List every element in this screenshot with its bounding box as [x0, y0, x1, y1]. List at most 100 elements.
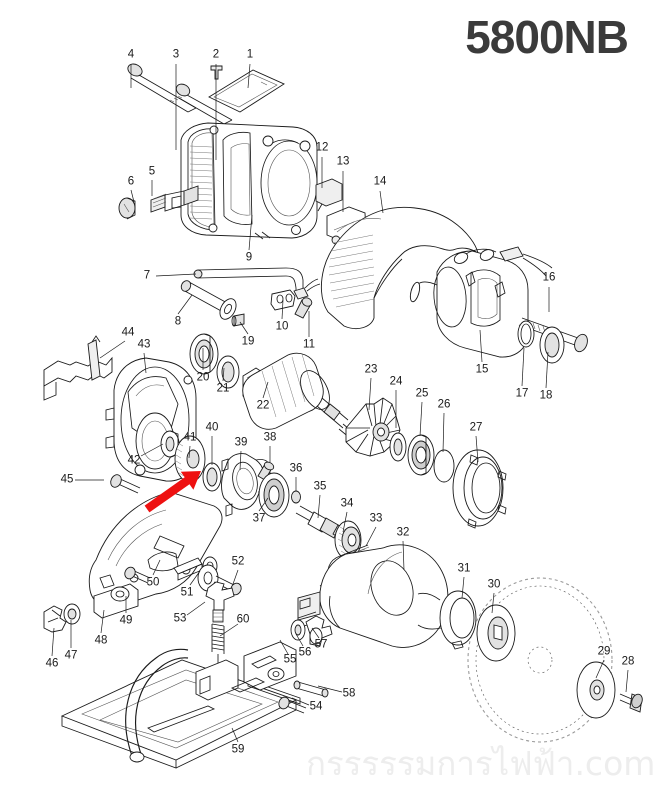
callout-50: 50 [146, 576, 160, 589]
callout-53: 53 [173, 612, 187, 625]
part-spacer-guide-arc [125, 648, 189, 763]
leader-7 [155, 273, 197, 277]
part-20-ball-bearing [189, 333, 219, 375]
leader-56 [295, 633, 304, 647]
callout-29: 29 [597, 645, 611, 658]
callout-23: 23 [364, 363, 378, 376]
leader-37 [258, 497, 269, 512]
part-1-name-plate [208, 69, 285, 113]
part-38-screw [257, 461, 275, 481]
callout-35: 35 [313, 480, 327, 493]
leader-31 [461, 576, 465, 599]
part-40-oil-seal [202, 462, 222, 492]
callout-40: 40 [205, 421, 219, 434]
leader-58 [317, 685, 343, 693]
leader-54 [291, 697, 310, 706]
gear-housing-assembly [171, 122, 318, 240]
part-27-bearing-retainer [452, 449, 507, 529]
callout-10: 10 [275, 320, 289, 333]
callout-18: 18 [539, 389, 553, 402]
callout-5: 5 [148, 165, 156, 178]
part-9-lead-wire [293, 278, 321, 300]
leader-55 [279, 639, 289, 655]
site-watermark: กรรรรรมการไฟฟ้า.com [306, 744, 656, 783]
leader-30 [491, 592, 495, 614]
part-56-washer [290, 619, 306, 641]
leader-8 [177, 294, 193, 315]
part-44-brush-plate [43, 335, 113, 401]
leader-53 [186, 601, 206, 616]
leader-52 [232, 569, 239, 585]
callout-44: 44 [121, 326, 135, 339]
callout-45: 45 [60, 473, 74, 486]
callout-41: 41 [183, 431, 197, 444]
callout-52: 52 [231, 555, 245, 568]
part-29-clamp-washer [576, 661, 616, 719]
part-31-inner-flange [417, 590, 477, 650]
leader-29 [595, 659, 605, 679]
page-title: 5800NB [465, 11, 629, 63]
leader-1 [247, 63, 251, 89]
leader-26 [442, 412, 445, 453]
leader-57 [311, 627, 320, 639]
callout-9: 9 [245, 251, 253, 264]
part-21-washer-ring [216, 355, 240, 389]
callout-39: 39 [234, 436, 248, 449]
part-15-stator-field [409, 246, 553, 358]
part-2-pan-screw [210, 65, 223, 80]
callout-31: 31 [457, 562, 471, 575]
leader-60 [219, 623, 239, 637]
part-3-hex-bolt-short [175, 83, 233, 125]
part-11-tapping-screw [294, 297, 313, 319]
callout-48: 48 [94, 634, 108, 647]
part-57-wing-bolt [305, 615, 333, 647]
part-58-rod [293, 680, 329, 698]
leader-17 [521, 347, 525, 387]
callout-leader-lines [51, 63, 629, 743]
callout-43: 43 [137, 338, 151, 351]
callout-36: 36 [289, 462, 303, 475]
leader-35 [317, 494, 321, 519]
part-36-ring [291, 490, 301, 504]
callout-25: 25 [415, 387, 429, 400]
leader-15 [479, 329, 483, 363]
callout-8: 8 [174, 315, 182, 328]
leader-32 [402, 540, 405, 571]
callout-28: 28 [621, 655, 635, 668]
callout-4: 4 [127, 48, 135, 61]
leader-6 [130, 189, 135, 203]
callout-37: 37 [252, 512, 266, 525]
leader-28 [625, 669, 629, 693]
callout-22: 22 [256, 399, 270, 412]
callout-1: 1 [246, 48, 254, 61]
leader-59 [231, 727, 239, 743]
leader-18 [545, 351, 549, 389]
callout-58: 58 [342, 687, 356, 700]
part-8-shaft [180, 280, 237, 320]
part-23-cooling-fan [345, 397, 401, 457]
leader-10 [281, 299, 284, 320]
callout-59: 59 [231, 743, 245, 756]
part-6-brush-cap [118, 197, 136, 220]
callout-33: 33 [369, 512, 383, 525]
callout-56: 56 [298, 646, 312, 659]
callout-34: 34 [340, 497, 354, 510]
callout-55: 55 [283, 653, 297, 666]
red-annotation-arrow [144, 471, 201, 513]
leader-21 [222, 367, 225, 382]
callout-26: 26 [437, 398, 451, 411]
leader-27 [475, 435, 479, 463]
callout-51: 51 [180, 586, 194, 599]
callout-16: 16 [542, 271, 556, 284]
callout-19: 19 [241, 335, 255, 348]
part-12-switch-block [315, 178, 343, 212]
part-28-hex-bolt [619, 693, 643, 713]
callout-14: 14 [373, 175, 387, 188]
callout-47: 47 [64, 649, 78, 662]
callout-21: 21 [216, 382, 230, 395]
leader-22 [262, 381, 269, 399]
callout-2: 2 [212, 48, 220, 61]
callout-27: 27 [469, 421, 483, 434]
